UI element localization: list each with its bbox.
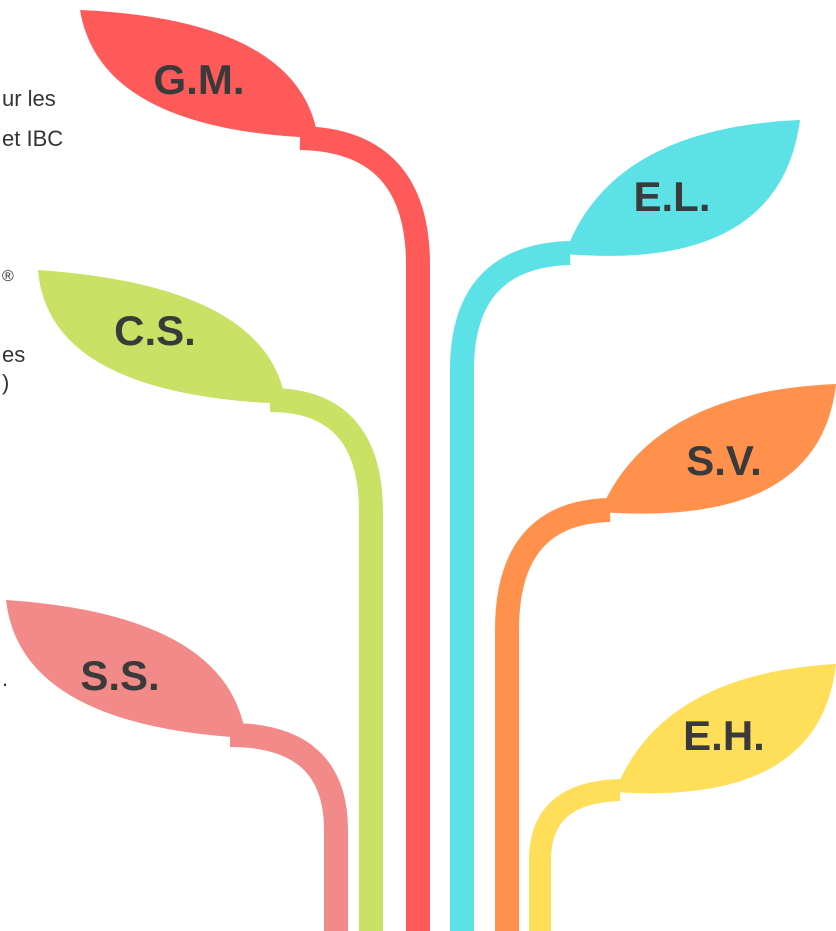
leaf-label-eh: E.H. xyxy=(683,712,765,759)
cut-text-line-5: ) xyxy=(2,370,10,395)
leaf-eh xyxy=(615,664,836,794)
leaf-label-gm: G.M. xyxy=(154,56,245,103)
cut-text-line-2: et IBC xyxy=(2,126,64,151)
leaf-sv xyxy=(600,384,836,514)
stem-cs xyxy=(269,388,383,931)
branch-sv: S.V. xyxy=(495,384,836,931)
branch-cs: C.S. xyxy=(38,270,383,931)
cut-text-line-6: . xyxy=(2,666,9,691)
cut-text-line-3: ® xyxy=(2,268,14,285)
stem-gm xyxy=(299,126,430,931)
stem-sv xyxy=(495,498,611,931)
leaf-label-ss: S.S. xyxy=(80,652,159,699)
branch-gm: G.M. xyxy=(80,10,430,931)
branch-el: E.L. xyxy=(450,120,800,931)
leaf-label-el: E.L. xyxy=(633,173,710,220)
stem-el xyxy=(450,241,571,931)
stem-ss xyxy=(229,723,348,931)
leaf-label-cs: C.S. xyxy=(114,307,196,354)
leaf-gm xyxy=(80,10,318,138)
cut-text-line-1: ur les xyxy=(2,86,56,111)
branch-ss: S.S. xyxy=(6,600,348,931)
leaf-cs xyxy=(38,270,286,404)
branch-eh: E.H. xyxy=(529,664,836,931)
stem-eh xyxy=(529,779,621,931)
leaf-ss xyxy=(6,600,246,738)
cut-text-line-4: es xyxy=(2,342,26,367)
leaf-el xyxy=(565,120,800,256)
leaf-label-sv: S.V. xyxy=(686,437,762,484)
